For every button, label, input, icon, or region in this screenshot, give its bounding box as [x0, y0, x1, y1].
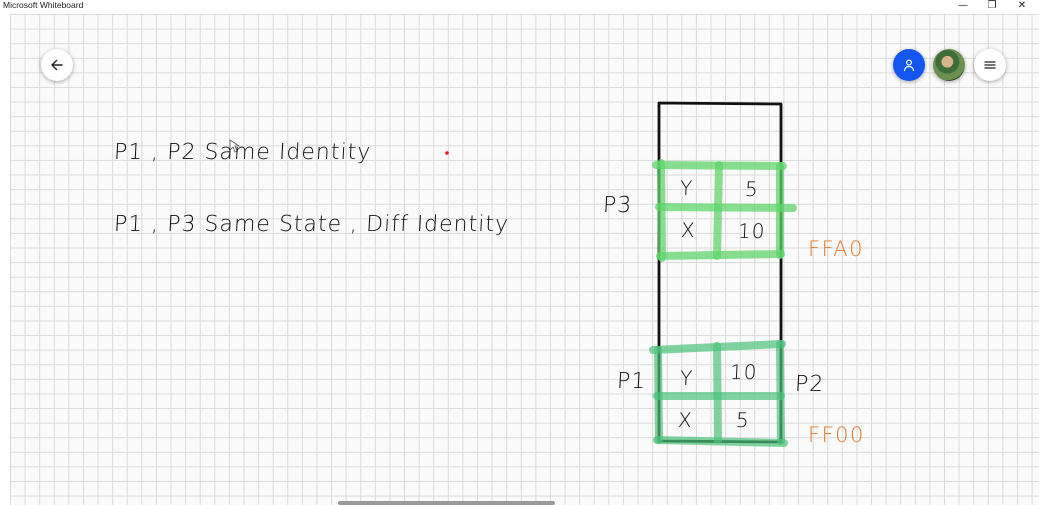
bottom-object-box [649, 340, 788, 447]
whiteboard-canvas[interactable] [10, 14, 1039, 505]
top-val-y: 5 [744, 177, 760, 201]
user-avatar[interactable] [933, 49, 965, 81]
horizontal-scrollbar[interactable] [338, 501, 555, 505]
note-same-state: P1 , P3 Same State , Diff Identity [113, 212, 510, 237]
top-key-x: X [680, 218, 697, 242]
laser-pointer-dot [445, 151, 449, 155]
bottom-val-y: 10 [729, 360, 759, 384]
restore-button[interactable]: ❐ [987, 0, 997, 11]
cursor-icon [229, 139, 241, 153]
right-border [1039, 14, 1041, 505]
window-title: Microsoft Whiteboard [3, 0, 84, 10]
title-bar: Microsoft Whiteboard — ❐ ✕ [0, 0, 1041, 14]
close-button[interactable]: ✕ [1017, 0, 1027, 11]
top-object-box [652, 159, 797, 262]
invite-button[interactable] [893, 49, 925, 81]
top-key-y: Y [679, 176, 694, 200]
back-button[interactable] [41, 49, 73, 81]
bottom-key-x: X [677, 408, 694, 432]
label-p2: P2 [794, 372, 825, 397]
label-p1: P1 [616, 369, 647, 394]
note-same-identity: P1 , P2 Same Identity [113, 140, 372, 165]
person-icon [903, 59, 915, 72]
menu-button[interactable] [974, 49, 1006, 81]
arrow-left-icon [51, 59, 63, 71]
left-border [0, 14, 10, 505]
address-ffa0: FFA0 [808, 237, 864, 261]
label-p3: P3 [602, 193, 633, 218]
minimize-button[interactable]: — [958, 0, 968, 11]
bottom-key-y: Y [679, 366, 694, 390]
hamburger-menu-icon [984, 61, 996, 69]
bottom-val-x: 5 [735, 408, 751, 432]
address-ff00: FF00 [808, 423, 865, 447]
top-val-x: 10 [737, 219, 767, 243]
